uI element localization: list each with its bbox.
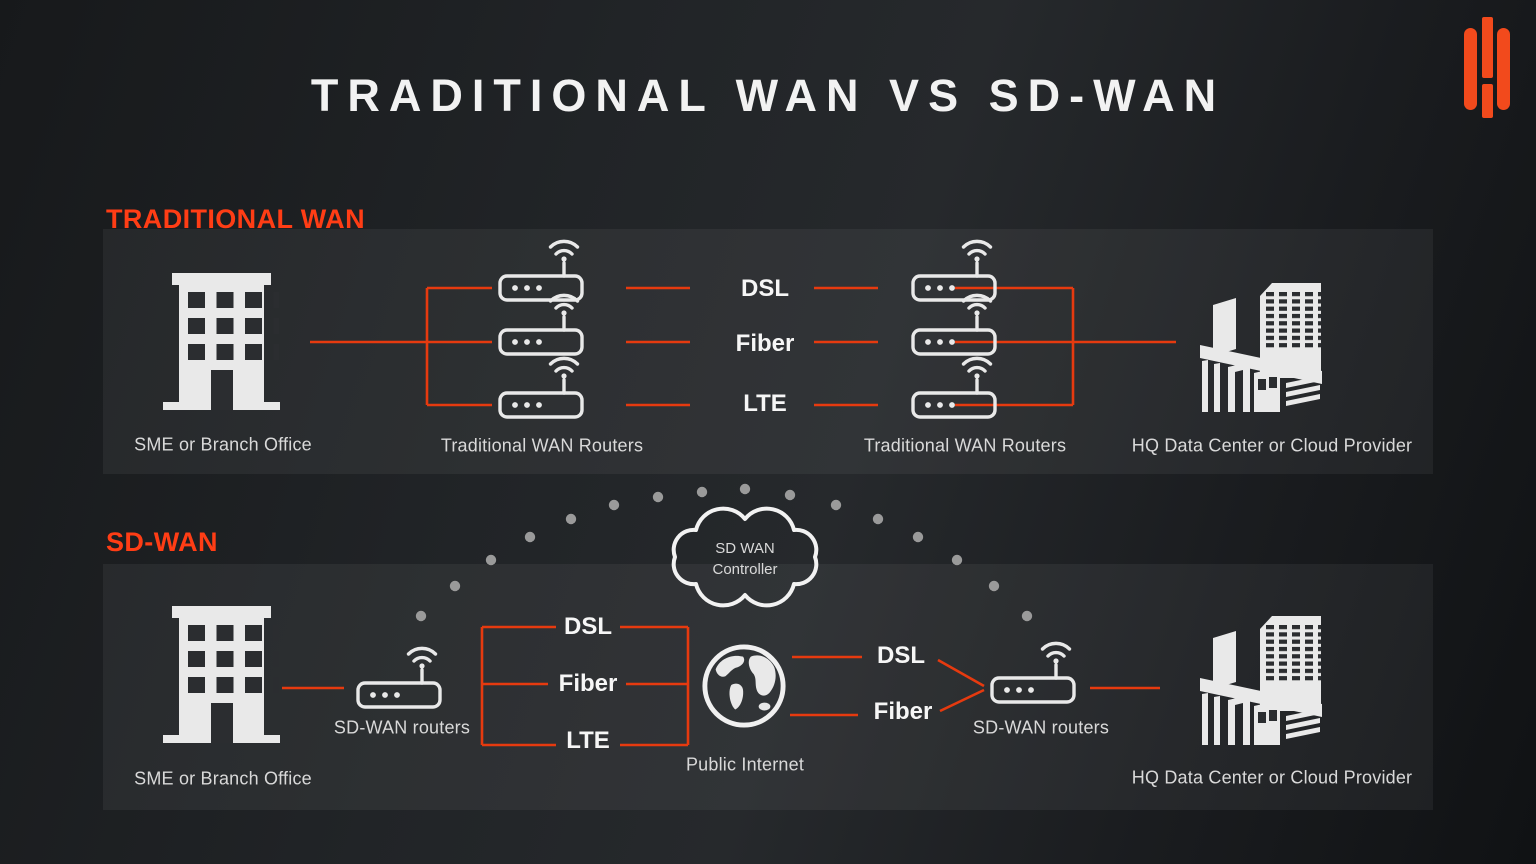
connection-lines-traditional [310,286,1176,407]
right-routers-label: Traditional WAN Routers [863,435,1067,456]
wan-router-icon [911,356,997,419]
link-label-dsl: DSL [877,642,925,669]
link-label-lte: LTE [743,390,787,417]
hq-datacenter-label: HQ Data Center or Cloud Provider [1131,435,1413,456]
wan-router-icon [498,239,584,302]
wireless-path-dots [415,483,1033,622]
section-heading-traditional: TRADITIONAL WAN [106,204,365,234]
public-internet-label: Public Internet [685,754,805,775]
hq-building-icon [1200,283,1322,412]
connection-lines-sdwan [282,625,1160,747]
link-label-lte: LTE [566,727,610,754]
wan-router-icon [911,293,997,356]
sdwan-router-left-label: SD-WAN routers [333,717,471,738]
wan-router-icon [911,239,997,302]
sdwan-router-icon [990,641,1076,704]
hq-datacenter-label: HQ Data Center or Cloud Provider [1131,767,1413,788]
sdwan-router-right-label: SD-WAN routers [972,717,1110,738]
link-label-dsl: DSL [741,275,789,302]
section-heading-sdwan: SD-WAN [106,527,218,557]
wan-router-icon [498,293,584,356]
office-building-icon [163,606,280,743]
link-label-fiber: Fiber [558,670,618,697]
page-title: TRADITIONAL WAN VS SD-WAN [310,70,1226,121]
left-routers-label: Traditional WAN Routers [440,435,644,456]
controller-label-line2: Controller [712,561,778,578]
wan-router-icon [498,356,584,419]
link-label-fiber: Fiber [873,698,933,725]
sme-office-label: SME or Branch Office [134,434,312,455]
globe-icon [705,647,783,725]
sme-office-label: SME or Branch Office [134,768,312,789]
office-building-icon [163,273,280,410]
brand-logo-icon [1464,17,1510,118]
sdwan-router-icon [356,646,442,709]
link-label-dsl: DSL [564,613,612,640]
controller-label-line1: SD WAN [715,540,775,557]
link-label-fiber: Fiber [735,330,795,357]
hq-building-icon [1200,616,1322,745]
sdwan-controller-label: SD WAN Controller [712,538,777,580]
